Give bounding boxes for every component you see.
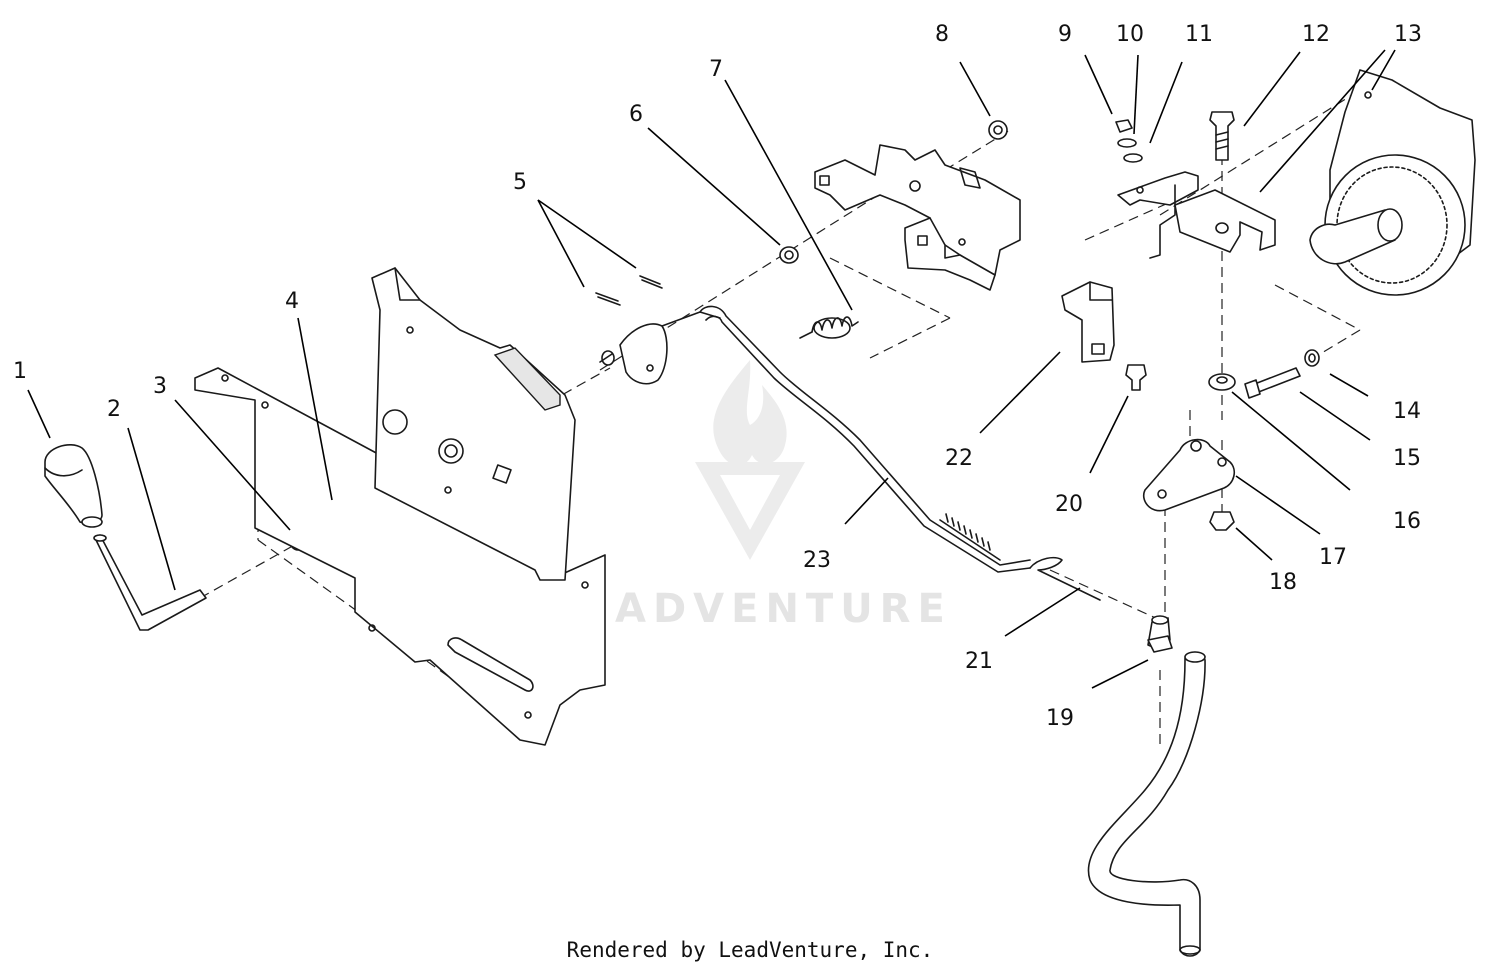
nut-18 (1209, 511, 1235, 531)
bushing-16 (1208, 373, 1236, 391)
washer-6 (779, 246, 799, 264)
bracket-22 (1061, 281, 1115, 363)
rendered-by-footer: Rendered by LeadVenture, Inc. (566, 938, 934, 962)
callouts: 1 2 3 4 5 6 7 8 9 10 11 12 13 14 15 16 1… (13, 22, 1422, 731)
hairpin-clip (1029, 556, 1101, 601)
watermark: LEADVENTURE (548, 360, 952, 632)
upper-bracket (371, 267, 576, 581)
callout-23: 23 (803, 548, 831, 573)
callout-1: 1 (13, 359, 27, 384)
shift-lever (93, 534, 207, 631)
shift-rod (699, 305, 1031, 573)
bolt-12 (1209, 111, 1235, 161)
callout-11: 11 (1185, 22, 1213, 47)
callout-13: 13 (1394, 22, 1422, 47)
ferrule (1147, 615, 1173, 653)
washer-8 (988, 120, 1008, 140)
callout-20: 20 (1055, 492, 1083, 517)
callout-7: 7 (709, 57, 723, 82)
callout-2: 2 (107, 397, 121, 422)
callout-10: 10 (1116, 22, 1144, 47)
shift-arm (599, 311, 721, 385)
callout-14: 14 (1393, 399, 1421, 424)
spring (799, 316, 859, 339)
callout-8: 8 (935, 22, 949, 47)
watermark-flame-logo (713, 360, 787, 466)
callout-17: 17 (1319, 545, 1347, 570)
callout-21: 21 (965, 649, 993, 674)
callout-15: 15 (1393, 446, 1421, 471)
plate-17 (1143, 438, 1236, 512)
callout-4: 4 (285, 289, 299, 314)
watermark-text: LEADVENTURE (548, 586, 952, 632)
washer-14 (1304, 349, 1320, 367)
callout-22: 22 (945, 446, 973, 471)
callout-16: 16 (1393, 509, 1421, 534)
watermark-v-logo (695, 462, 805, 560)
pivot-bracket (1174, 189, 1276, 253)
transmission-housing (1309, 69, 1476, 296)
callout-19: 19 (1046, 706, 1074, 731)
callout-9: 9 (1058, 22, 1072, 47)
leader-lines (27, 49, 1396, 689)
control-rod (1087, 651, 1206, 957)
frame-bracket (814, 144, 1021, 291)
callout-12: 12 (1302, 22, 1330, 47)
arm-11 (1117, 171, 1199, 259)
bolt-15 (1244, 367, 1301, 399)
bolt-20 (1125, 364, 1147, 391)
callout-6: 6 (629, 102, 643, 127)
callout-5: 5 (513, 170, 527, 195)
pins (595, 275, 663, 306)
knob (44, 444, 103, 528)
callout-3: 3 (153, 374, 167, 399)
callout-18: 18 (1269, 570, 1297, 595)
washer-10 (1117, 138, 1143, 163)
nut-9 (1115, 119, 1133, 133)
